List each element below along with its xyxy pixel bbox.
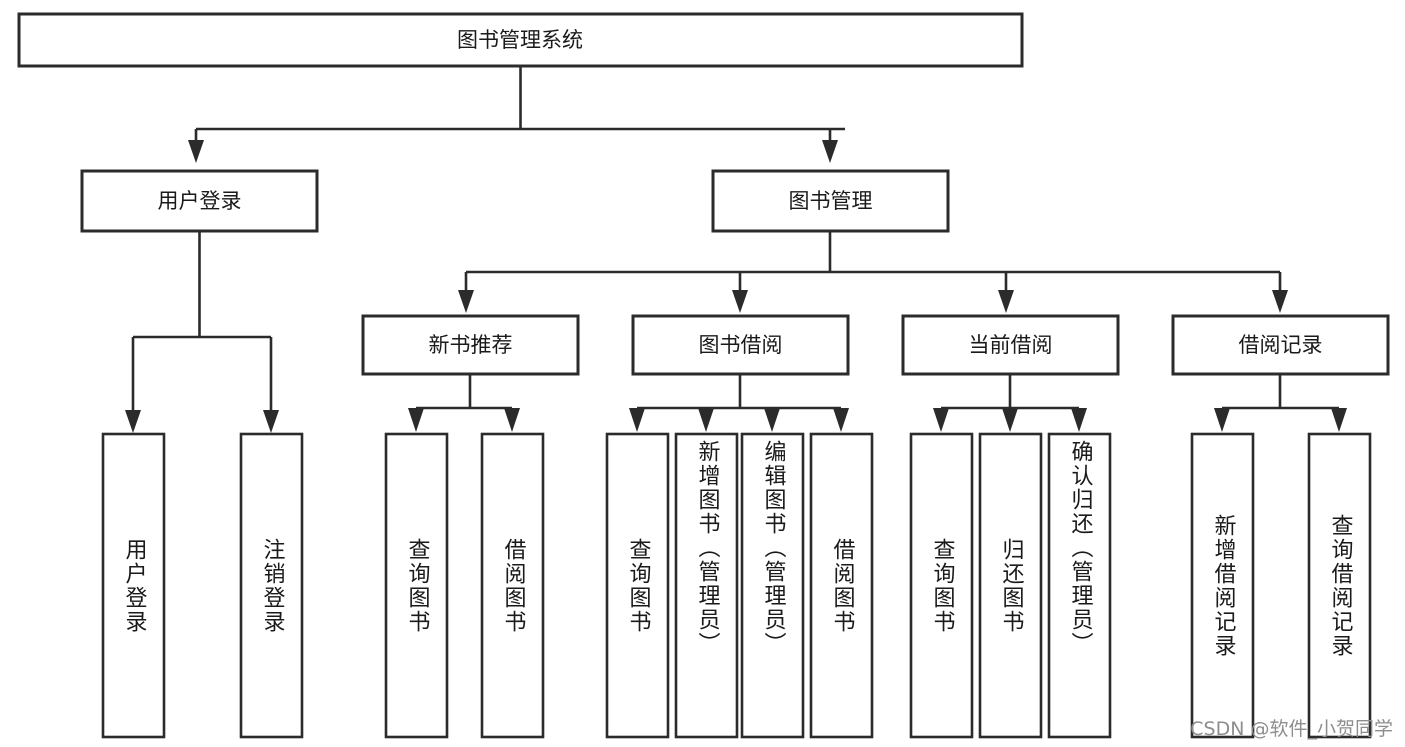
- connector-group-borrow-record: [1214, 375, 1347, 432]
- node-user-login-box[interactable]: [80, 169, 319, 233]
- node-new-book-recommend[interactable]: 新书推荐: [361, 314, 580, 376]
- node-new-book-recommend-label: 新书推荐: [429, 333, 513, 357]
- node-root-label: 图书管理系统: [457, 28, 583, 52]
- node-borrow-record-label: 借阅记录: [1239, 333, 1323, 357]
- node-book-borrow-box[interactable]: [631, 314, 850, 376]
- node-leaf-borrow-book-1-box[interactable]: [480, 432, 545, 739]
- node-user-login[interactable]: 用户登录: [80, 169, 319, 233]
- node-borrow-record[interactable]: 借阅记录: [1171, 314, 1390, 376]
- arrow-user-login-leaf1-icon: [125, 410, 141, 433]
- arrow-new-book-recommend-leaf2-icon: [504, 408, 520, 432]
- node-book-manage[interactable]: 图书管理: [711, 169, 950, 233]
- arrow-user-login-leaf2-icon: [263, 410, 279, 433]
- node-book-manage-label: 图书管理: [789, 189, 873, 213]
- leaf-boxes: [101, 432, 1372, 739]
- node-book-borrow[interactable]: 图书借阅: [631, 314, 850, 376]
- connector-group-current-borrow: [933, 375, 1087, 432]
- node-new-book-recommend-box[interactable]: [361, 314, 580, 376]
- arrow-to-new-book-recommend-icon: [458, 290, 474, 313]
- node-leaf-query-book-3-box[interactable]: [909, 432, 974, 739]
- node-leaf-borrow-book-2-box[interactable]: [809, 432, 874, 739]
- node-leaf-confirm-return-box[interactable]: [1047, 432, 1112, 739]
- arrow-book-borrow-leaf3-icon: [764, 408, 780, 432]
- node-root-box[interactable]: [17, 12, 1024, 68]
- arrow-book-borrow-leaf1-icon: [629, 408, 645, 432]
- node-book-manage-box[interactable]: [711, 169, 950, 233]
- node-book-borrow-label: 图书借阅: [699, 333, 783, 357]
- node-leaf-query-book-1-box[interactable]: [384, 432, 449, 739]
- node-leaf-edit-book-box[interactable]: [740, 432, 805, 739]
- node-current-borrow-box[interactable]: [901, 314, 1120, 376]
- arrow-to-current-borrow-icon: [998, 290, 1014, 313]
- arrow-root-to-user-login-icon: [188, 140, 204, 163]
- arrow-borrow-record-leaf2-icon: [1331, 408, 1347, 432]
- node-leaf-logout-login-box[interactable]: [239, 432, 304, 739]
- arrow-book-borrow-leaf2-icon: [698, 408, 714, 432]
- arrow-new-book-recommend-leaf1-icon: [408, 408, 424, 432]
- node-borrow-record-box[interactable]: [1171, 314, 1390, 376]
- node-leaf-add-record-box[interactable]: [1190, 432, 1255, 739]
- node-user-login-label: 用户登录: [158, 189, 242, 213]
- connector-group-book-manage: [458, 232, 1288, 313]
- arrow-current-borrow-leaf1-icon: [933, 408, 949, 432]
- node-leaf-query-book-2-box[interactable]: [605, 432, 670, 739]
- node-current-borrow[interactable]: 当前借阅: [901, 314, 1120, 376]
- node-leaf-add-book-box[interactable]: [674, 432, 739, 739]
- arrow-current-borrow-leaf3-icon: [1071, 408, 1087, 432]
- connector-group-root: [188, 67, 845, 163]
- connector-group-user-login: [125, 232, 279, 433]
- arrow-current-borrow-leaf2-icon: [1002, 408, 1018, 432]
- node-leaf-user-login-box[interactable]: [101, 432, 166, 739]
- arrow-book-borrow-leaf4-icon: [833, 408, 849, 432]
- connector-group-book-borrow: [629, 375, 849, 432]
- node-leaf-return-book-box[interactable]: [978, 432, 1043, 739]
- node-root[interactable]: 图书管理系统: [17, 12, 1024, 68]
- node-leaf-query-record-box[interactable]: [1307, 432, 1372, 739]
- arrow-to-borrow-record-icon: [1272, 290, 1288, 313]
- node-current-borrow-label: 当前借阅: [969, 333, 1053, 357]
- arrow-root-to-book-manage-icon: [822, 140, 838, 163]
- arrow-borrow-record-leaf1-icon: [1214, 408, 1230, 432]
- arrow-to-book-borrow-icon: [732, 290, 748, 313]
- connector-group-new-book-recommend: [408, 375, 520, 432]
